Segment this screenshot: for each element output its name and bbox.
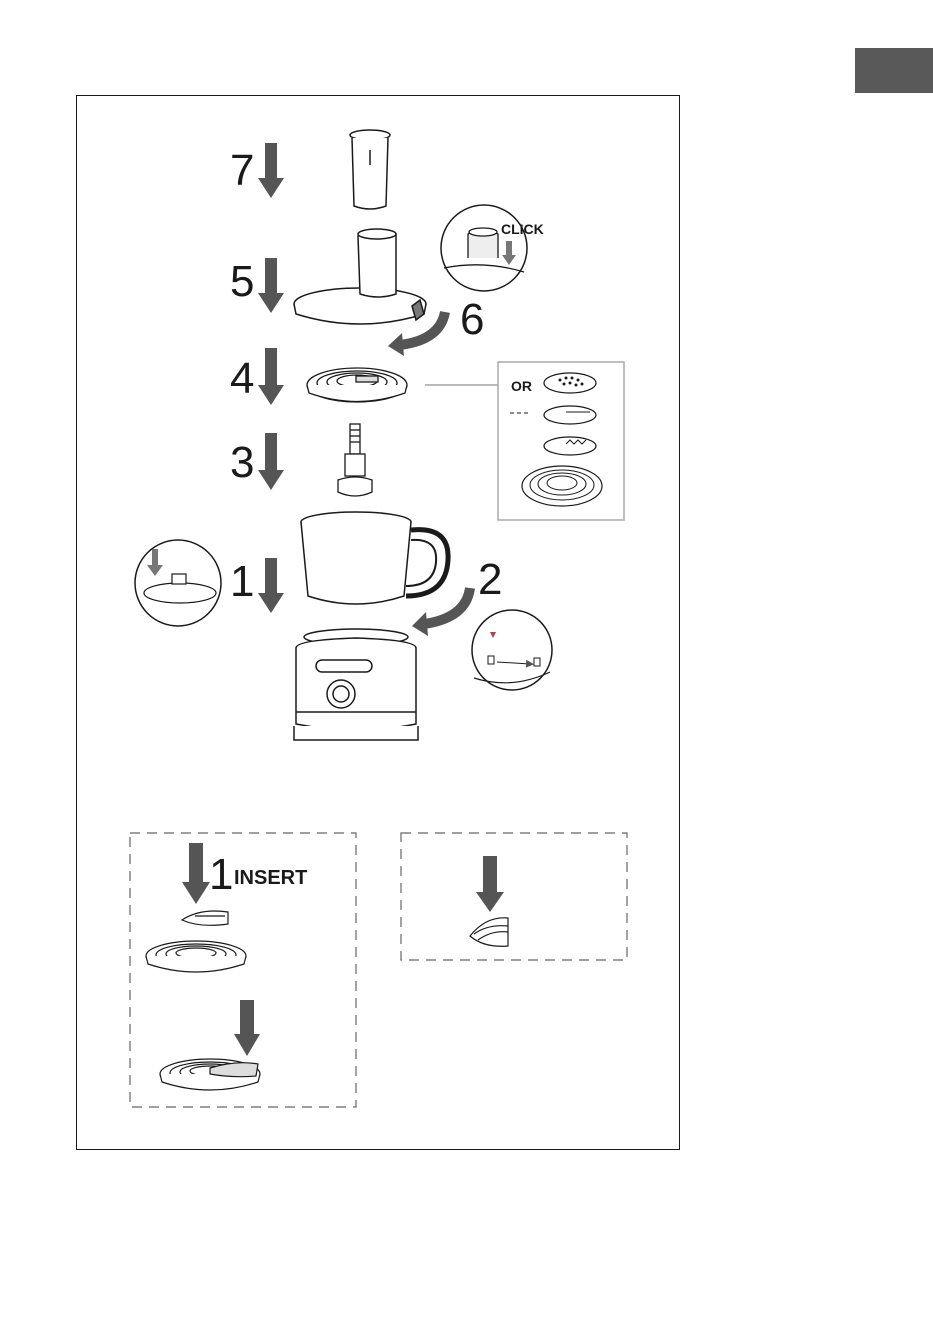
- removal-instruction-box: [401, 833, 627, 960]
- click-detail-inset: [441, 205, 527, 291]
- drive-spindle: [338, 424, 372, 496]
- or-label: OR: [511, 378, 532, 394]
- down-arrow-icon: [258, 143, 284, 198]
- down-arrow-icon: [258, 558, 284, 613]
- motor-base: [294, 629, 418, 740]
- step-1-number: 1: [230, 557, 254, 606]
- step-4-number: 4: [230, 354, 254, 403]
- step-5-number: 5: [230, 257, 254, 306]
- down-arrow-icon: [258, 433, 284, 490]
- assembled-disc: [160, 1059, 260, 1090]
- step-6-number: 6: [460, 295, 484, 344]
- rotate-arrow-head: [388, 333, 404, 356]
- step-1-detail-inset: [135, 540, 221, 626]
- food-pusher: [350, 130, 390, 209]
- step-3-number: 3: [230, 438, 254, 487]
- slicing-disc: [307, 368, 407, 402]
- down-arrow-icon: [258, 348, 284, 405]
- lid-with-feed-tube: [294, 229, 426, 324]
- insert-blade: [182, 911, 228, 925]
- disc-holder: [146, 941, 246, 972]
- insert-step-number: 1: [209, 850, 233, 899]
- processor-bowl: [301, 512, 448, 604]
- down-arrow-icon: [234, 1000, 260, 1056]
- down-arrow-icon: [258, 258, 284, 313]
- down-arrow-icon: [476, 856, 504, 912]
- disc-detail: [470, 918, 508, 946]
- lock-detail-inset: [472, 610, 552, 690]
- insert-label: INSERT: [234, 867, 307, 889]
- step-7-number: 7: [230, 146, 254, 195]
- rotate-arrow-head: [412, 612, 428, 636]
- click-label: CLICK: [501, 221, 544, 237]
- down-arrow-icon: [182, 843, 210, 904]
- step-2-number: 2: [478, 555, 502, 604]
